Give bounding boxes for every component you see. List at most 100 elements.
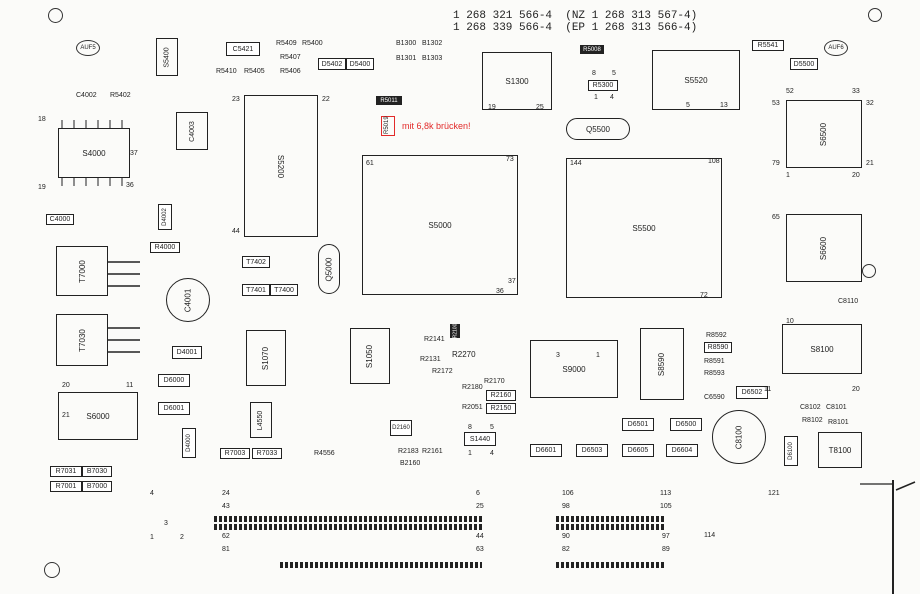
pin-37b: 37: [130, 150, 138, 157]
pin-20c: 20: [852, 386, 860, 393]
transistor-t8100: T8100: [818, 432, 862, 468]
label-b1301: B1301: [396, 55, 417, 62]
label-r8592: R8592: [706, 332, 727, 339]
ic-s6600: S6600: [786, 214, 862, 282]
mounting-hole: [862, 264, 876, 278]
diode-d6605: D6605: [622, 444, 654, 457]
resistor-r5300: R5300: [588, 80, 618, 91]
pin-8b: 8: [468, 424, 472, 431]
part-number-line-1: 1 268 321 566-4 (NZ 1 268 313 567-4): [453, 10, 698, 22]
pin-19b: 19: [38, 184, 46, 191]
pin-144: 144: [570, 160, 582, 167]
label-r2270: R2270: [452, 350, 476, 359]
pin-3: 3: [556, 352, 560, 359]
mounting-hole: [48, 8, 63, 23]
resistor-r2100: R2100: [450, 324, 460, 338]
pin-53: 53: [772, 100, 780, 107]
pin-21: 21: [866, 160, 874, 167]
resistor-r2150: R2150: [486, 403, 516, 414]
label-r2180: R2180: [462, 384, 483, 391]
diode-d5402: D5402: [318, 58, 346, 70]
ic-s6000: S6000: [58, 392, 138, 440]
pin-3b: 3: [164, 520, 168, 527]
pin-36: 36: [496, 288, 504, 295]
diode-d6001: D6001: [158, 402, 190, 415]
pin-18: 18: [38, 116, 46, 123]
pin-72: 72: [700, 292, 708, 299]
ic-s1300: S1300: [482, 52, 552, 110]
ic-s8590: S8590: [640, 328, 684, 400]
pin-19: 19: [488, 104, 496, 111]
pin-105: 105: [660, 503, 672, 510]
connector-row-top-right: [556, 516, 666, 522]
label-c8101: C8101: [826, 404, 847, 411]
pin-25: 25: [536, 104, 544, 111]
label-r2131: R2131: [420, 356, 441, 363]
pin-1: 1: [786, 172, 790, 179]
diode-d4002: D4002: [158, 204, 172, 230]
pin-1b: 1: [596, 352, 600, 359]
pin-33: 33: [852, 88, 860, 95]
connector-row-bottom-left: [280, 562, 482, 568]
ic-s9000: S9000: [530, 340, 618, 398]
ic-s1070: S1070: [246, 330, 286, 386]
ic-s1050: S1050: [350, 328, 390, 384]
label-c8110: C8110: [838, 298, 859, 305]
ic-s5520: S5520: [652, 50, 740, 110]
ic-s4000: S4000: [58, 128, 130, 178]
resistor-r5541: R5541: [752, 40, 784, 51]
diode-d4000: D4000: [182, 428, 196, 458]
pin-90: 90: [562, 533, 570, 540]
pin-5c: 5: [490, 424, 494, 431]
transistor-t7402: T7402: [242, 256, 270, 268]
label-b1300: B1300: [396, 40, 417, 47]
crystal-q5500: Q5500: [566, 118, 630, 140]
ic-s6500: S6500: [786, 100, 862, 168]
pin-8: 8: [592, 70, 596, 77]
transistor-t7030: T7030: [56, 314, 108, 366]
bridge-b7030: B7030: [82, 466, 112, 477]
auf5-marker: AUF5: [76, 40, 100, 56]
pin-4c: 4: [150, 490, 154, 497]
label-r2161: R2161: [422, 448, 443, 455]
label-r5402: R5402: [110, 92, 131, 99]
capacitor-c4003: C4003: [176, 112, 208, 150]
connector-row-top-right-2: [556, 524, 666, 530]
label-r8102: R8102: [802, 417, 823, 424]
pin-79: 79: [772, 160, 780, 167]
label-r2141: R2141: [424, 336, 445, 343]
pin-20: 20: [852, 172, 860, 179]
pin-11: 11: [126, 382, 134, 389]
pin-61: 61: [366, 160, 374, 167]
ic-s5500: S5500: [566, 158, 722, 298]
pin-65: 65: [772, 214, 780, 221]
pin-1d: 1: [468, 450, 472, 457]
diode-d6503: D6503: [576, 444, 608, 457]
diode-d2160: D2160: [390, 420, 412, 436]
resistor-r7001: R7001: [50, 481, 82, 492]
pin-1e: 1: [150, 534, 154, 541]
label-r2172: R2172: [432, 368, 453, 375]
pin-89: 89: [662, 546, 670, 553]
pin-81: 81: [222, 546, 230, 553]
pin-37: 37: [508, 278, 516, 285]
pin-82: 82: [562, 546, 570, 553]
resistor-r5011: R5011: [376, 96, 402, 105]
pin-4b: 4: [490, 450, 494, 457]
pin-73: 73: [506, 156, 514, 163]
capacitor-c5421: C5421: [226, 42, 260, 56]
label-r5406: R5406: [280, 68, 301, 75]
pin-5b: 5: [612, 70, 616, 77]
label-c4002: C4002: [76, 92, 97, 99]
resistor-r2160: R2160: [486, 390, 516, 401]
pin-108: 108: [708, 158, 720, 165]
pin-23: 23: [232, 96, 240, 103]
pin-62: 62: [222, 533, 230, 540]
pin-114: 114: [704, 532, 716, 539]
highlighted-resistor: R5019: [384, 116, 390, 134]
label-r8591: R8591: [704, 358, 725, 365]
bridge-note: mit 6,8k brücken!: [402, 121, 471, 131]
label-c8102: C8102: [800, 404, 821, 411]
